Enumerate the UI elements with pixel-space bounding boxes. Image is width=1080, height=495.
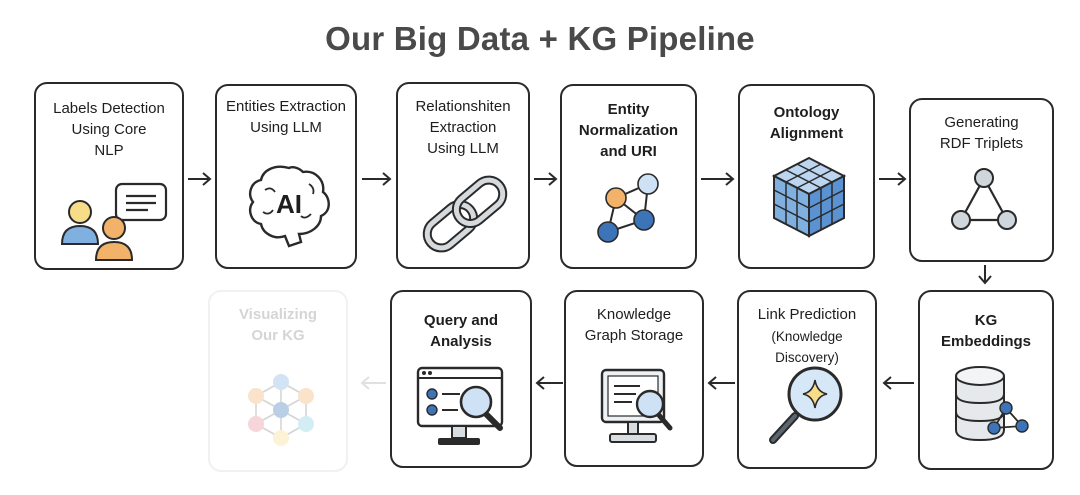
chain-link-icon [422,175,508,253]
node-label: Link Prediction [757,306,857,323]
arrow-left-icon [535,376,563,390]
magnifier-sparkle-icon [769,366,843,444]
people-chat-icon [60,182,168,261]
node-link-prediction[interactable]: Link Prediction (Knowledge Discovery) [737,290,877,469]
monitor-search-icon [600,368,673,443]
arrow-left-icon [882,376,914,390]
database-graph-icon [955,366,1029,442]
page-title: Our Big Data + KG Pipeline [325,20,755,57]
arrow-left-icon [707,376,735,390]
arrow-right-icon [188,172,212,186]
cube-icon [771,156,847,238]
graph-nodes-icon [597,173,659,243]
arrow-left-icon [360,376,386,390]
dashboard-search-icon [416,366,504,445]
triangle-graph-icon [951,168,1017,230]
node-sublabel: (Knowledge Discovery) [771,329,843,365]
arrow-right-icon [534,172,558,186]
ai-brain-icon: AI [249,165,330,248]
arrow-right-icon [701,172,735,186]
arrow-right-icon [362,172,392,186]
network-graph-icon [248,374,314,446]
ai-label: AI [276,189,302,219]
arrow-right-icon [879,172,907,186]
arrow-down-icon [978,265,992,285]
